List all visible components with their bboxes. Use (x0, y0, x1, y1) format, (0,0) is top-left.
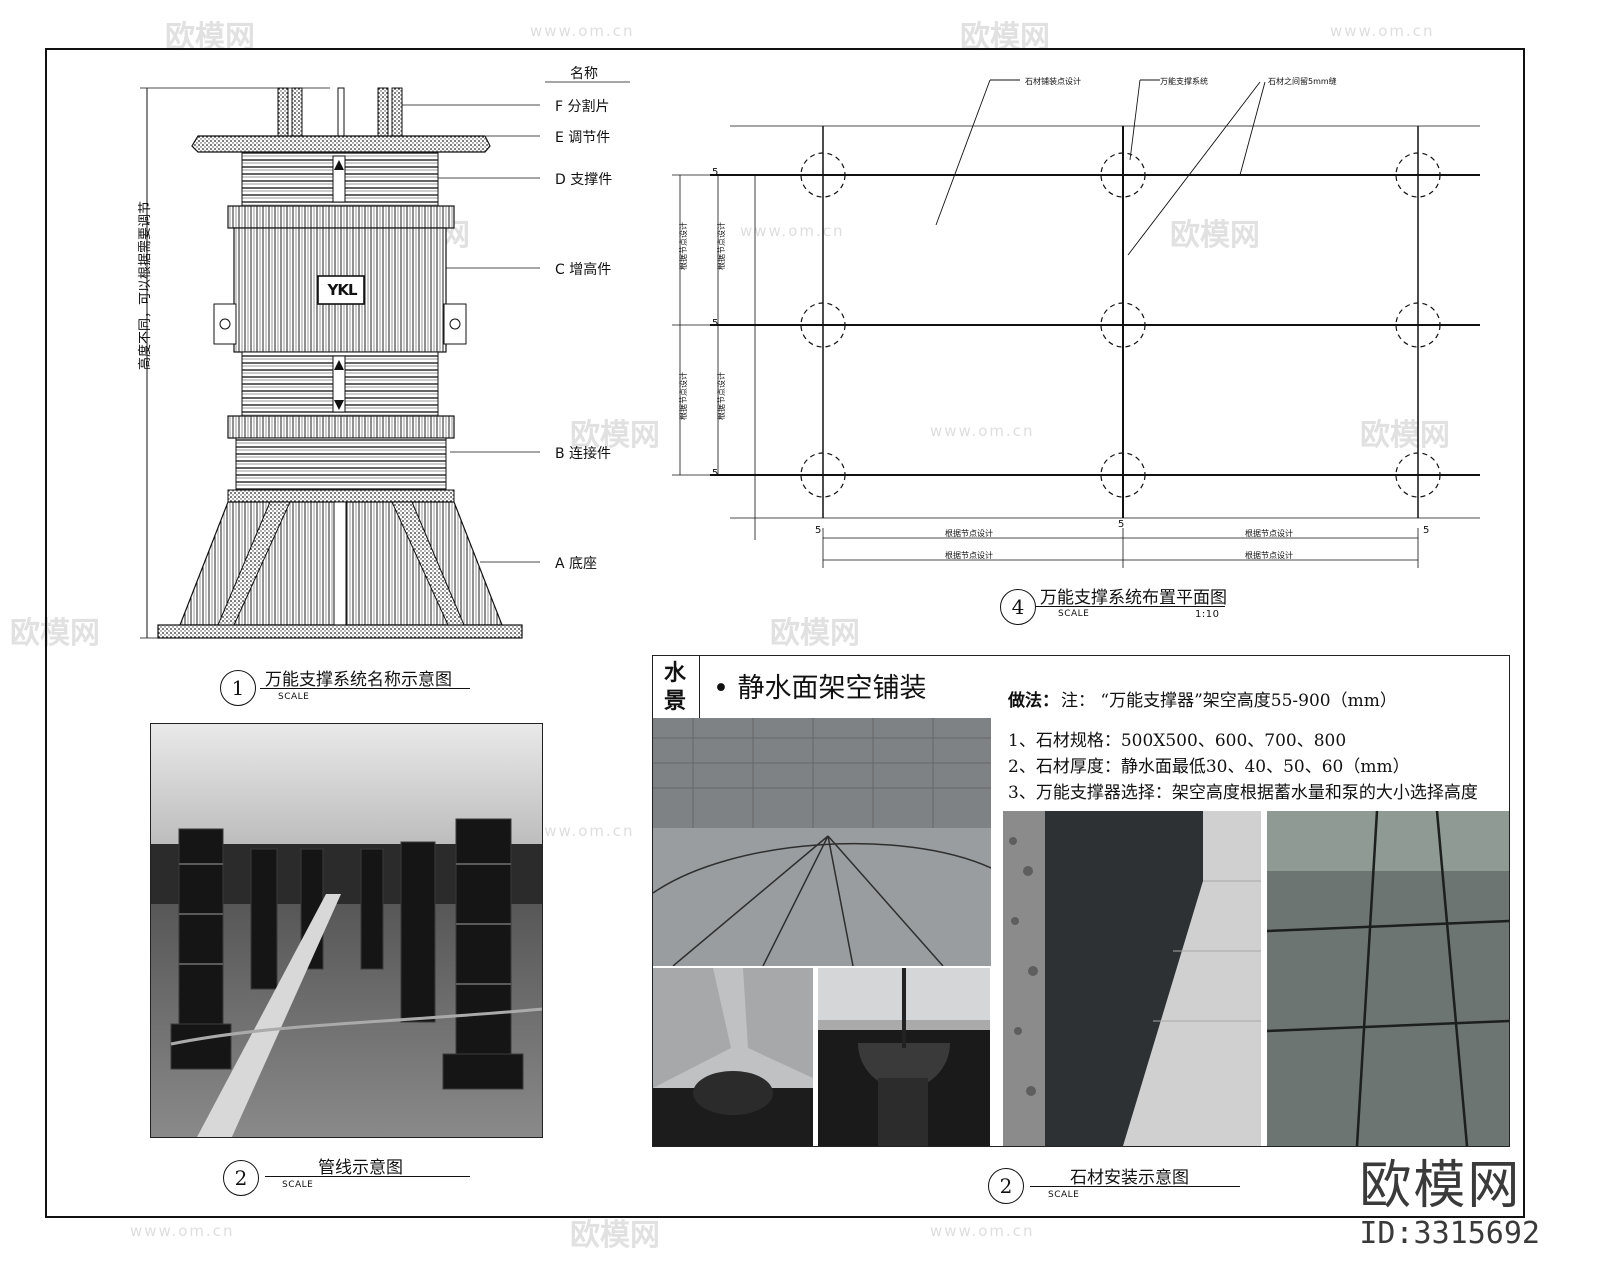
watermark-url: www.om.cn (740, 222, 845, 240)
plan-number: 4 (1000, 589, 1036, 625)
watermark-brand: 欧模网 (10, 616, 100, 651)
plan-label-stone: 石材铺装点设计 (1025, 77, 1081, 86)
panel-tag-text: 水景 (664, 660, 687, 714)
pipe-photo (150, 723, 543, 1138)
plan-label-support: 万能支撑系统 (1160, 77, 1208, 86)
plan-dim-bottom-4: 根据节点设计 (1245, 551, 1293, 560)
stone-installation-panel: 水景 • 静水面架空铺装 做法： 注： “万能支撑器”架空高度55-900（mm… (652, 655, 1510, 1147)
method-label: 做法： (1008, 691, 1059, 711)
part-label-c: C 增高件 (555, 262, 612, 278)
plan-gap-bottom-1: 5 (815, 525, 822, 536)
watermark-brand: 欧模网 (570, 1218, 660, 1253)
watermark-url: www.om.cn (1330, 22, 1435, 40)
plan-gap-left-1: 5 (712, 167, 719, 178)
watermark-brand: 欧模网 (1170, 218, 1260, 253)
plan-gap-left-2: 5 (712, 318, 719, 329)
diagram1-number: 1 (220, 670, 256, 706)
plan-dim-left-1: 根据节点设计 (679, 222, 688, 270)
diagram2-caption: 管线示意图 (318, 1158, 403, 1178)
plan-dim-left-2: 根据节点设计 (717, 222, 726, 270)
photo-pedestal-closeup (818, 968, 990, 1146)
brand-name: 欧模网 (1359, 1156, 1522, 1216)
panel-title: • 静水面架空铺装 (713, 673, 927, 704)
panel-caption: 石材安装示意图 (1070, 1168, 1189, 1188)
brand-id: ID:3315692 (1359, 1216, 1540, 1251)
watermark-url: www.om.cn (530, 822, 635, 840)
watermark-url: www.om.cn (930, 1222, 1035, 1240)
plan-gap-bottom-2: 5 (1118, 519, 1125, 530)
plan-dim-left-4: 根据节点设计 (717, 372, 726, 420)
diagram2-number: 2 (223, 1160, 259, 1196)
part-label-e: E 调节件 (555, 130, 611, 146)
plan-dim-bottom-2: 根据节点设计 (1245, 529, 1293, 538)
pipe-photo-illustration (151, 724, 542, 1137)
pedestal-drawing (140, 81, 630, 639)
diagram2-underline (265, 1176, 470, 1177)
diagram1-scale: SCALE (278, 692, 310, 702)
plan-drawing (672, 79, 1480, 568)
height-note: 高度不同，可以根据需要调节 (138, 200, 153, 370)
part-label-b: B 连接件 (555, 446, 612, 462)
photo-pedestal-corner (653, 968, 813, 1146)
watermark-brand: 欧模网 (1360, 418, 1450, 453)
watermark-url: www.om.cn (530, 22, 635, 40)
watermark-url: www.om.cn (130, 1222, 235, 1240)
plan-gap-left-3: 5 (712, 468, 719, 479)
diagram1-caption: 万能支撑系统名称示意图 (265, 670, 452, 690)
drawing-frame (45, 48, 1525, 1218)
part-label-d: D 支撑件 (555, 172, 613, 188)
watermark-brand: 欧模网 (770, 616, 860, 651)
plan-dim-bottom-1: 根据节点设计 (945, 529, 993, 538)
part-label-f: F 分割片 (555, 99, 610, 115)
diagram1-underline (260, 688, 470, 689)
plan-dim-left-3: 根据节点设计 (679, 372, 688, 420)
panel-number: 2 (988, 1168, 1024, 1204)
photo-stone-pool (1267, 811, 1509, 1146)
photo-pool-edge (1003, 811, 1261, 1146)
photo-water-surface (653, 718, 991, 966)
plan-caption: 万能支撑系统布置平面图 (1040, 588, 1227, 608)
diagram2-scale: SCALE (282, 1180, 314, 1190)
note-3: 3、万能支撑器选择：架空高度根据蓄水量和泵的大小选择高度 (1008, 783, 1478, 803)
note-2: 2、石材厚度：静水面最低30、40、50、60（mm） (1008, 757, 1410, 777)
watermark-brand: 欧模网 (570, 418, 660, 453)
panel-underline (1030, 1186, 1240, 1187)
part-label-a: A 底座 (555, 556, 598, 572)
plan-ratio: 1:10 (1195, 609, 1220, 620)
plan-scale: SCALE (1058, 609, 1090, 619)
brand-corner: 欧模网 ID:3315692 (1359, 1156, 1540, 1252)
watermark-url: www.om.cn (930, 422, 1035, 440)
panel-scale: SCALE (1048, 1190, 1080, 1200)
panel-tag: 水景 (653, 656, 700, 719)
plan-gap-bottom-3: 5 (1423, 525, 1430, 536)
plan-dim-bottom-3: 根据节点设计 (945, 551, 993, 560)
method-note: 注： “万能支撑器”架空高度55-900（mm） (1061, 691, 1397, 711)
plan-label-gap: 石材之间留5mm缝 (1268, 77, 1337, 86)
plan-underline (1035, 606, 1225, 607)
parts-header: 名称 (570, 66, 598, 82)
pedestal-logo: YKL (327, 281, 357, 299)
note-1: 1、石材规格：500X500、600、700、800 (1008, 731, 1347, 751)
